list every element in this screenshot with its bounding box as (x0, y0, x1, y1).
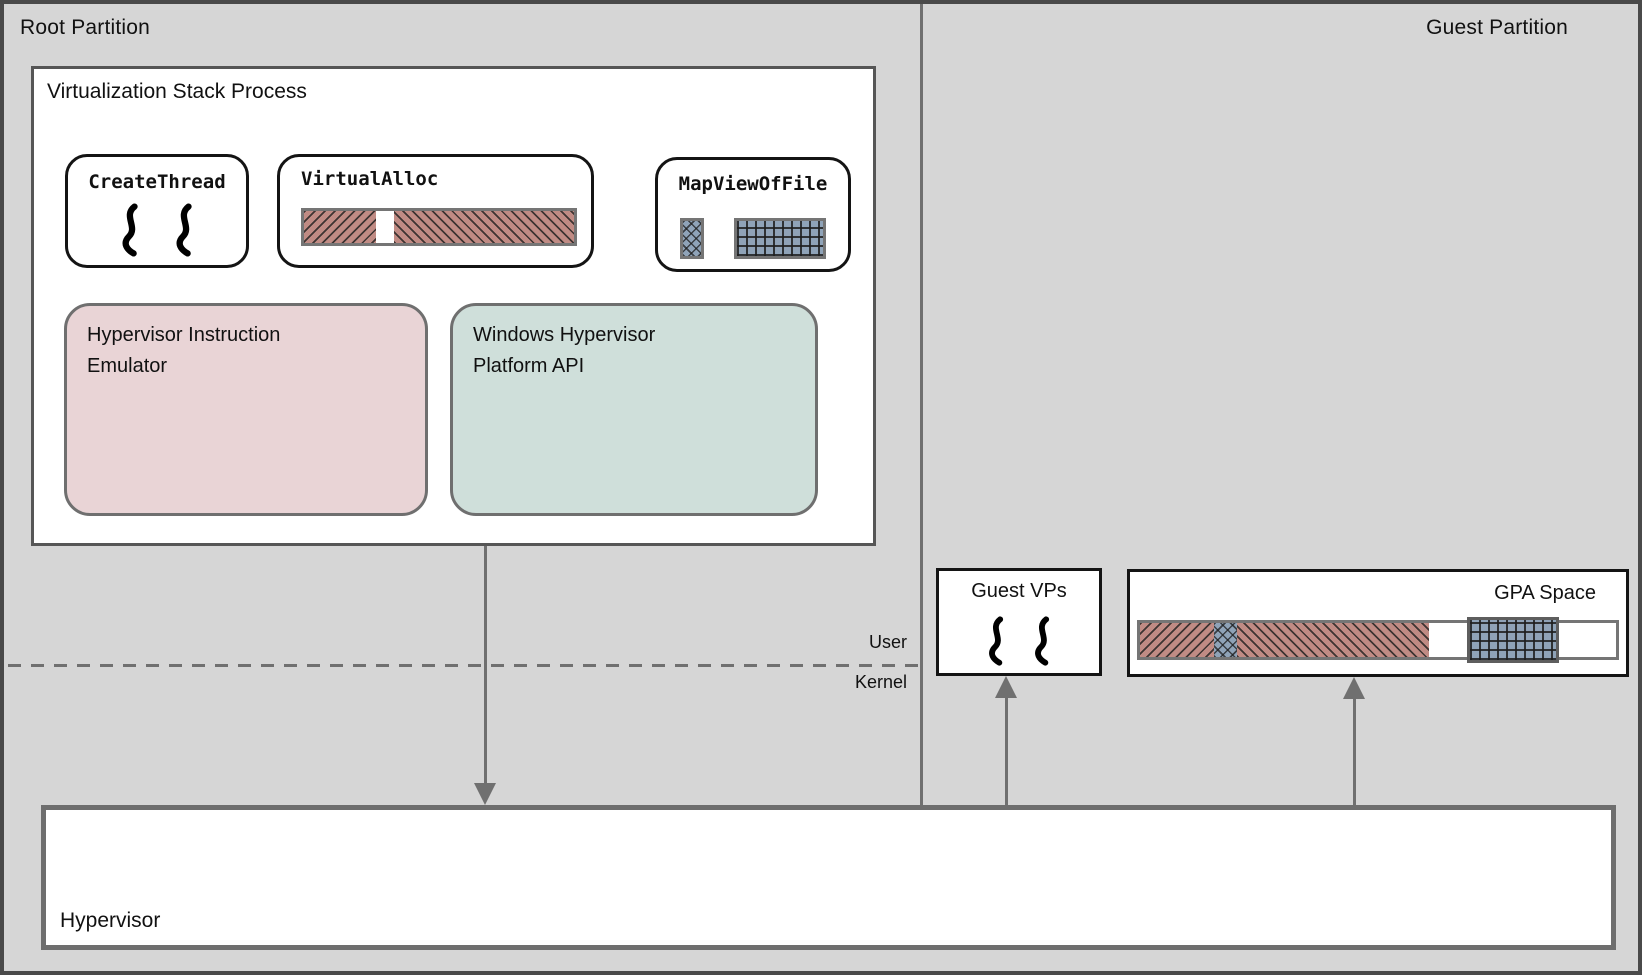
gpa-segment-hatched-back (1237, 623, 1429, 657)
gpa-segment-free (1559, 623, 1616, 657)
hypervisor-to-gpa-arrow-line (1353, 697, 1356, 805)
virtualalloc-label: VirtualAlloc (301, 168, 439, 190)
mapviewoffile-label: MapViewOfFile (678, 173, 828, 195)
memory-segment-hatched-back (394, 211, 574, 243)
gpa-memory-bar (1137, 617, 1619, 663)
gpa-segment-free (1429, 623, 1467, 657)
windows-hypervisor-platform-api-box: Windows Hypervisor Platform API (450, 303, 818, 516)
virtualization-stack-process-box: Virtualization Stack Process CreateThrea… (31, 66, 876, 546)
hypervisor-to-guestvps-arrowhead-icon (995, 676, 1017, 698)
partition-divider-line (920, 4, 923, 805)
kernel-mode-label: Kernel (854, 672, 907, 692)
gpa-segment-hatched-forward (1140, 623, 1214, 657)
hypervisor-box: Hypervisor (41, 805, 1616, 950)
thread-icon (122, 203, 138, 257)
virtualalloc-memory-bar (301, 208, 577, 246)
mapviewoffile-box: MapViewOfFile (655, 157, 851, 272)
guest-vp-squiggles (939, 616, 1099, 666)
thread-icon (1035, 616, 1050, 666)
windows-hypervisor-platform-api-label: Windows Hypervisor Platform API (473, 324, 656, 377)
hypervisor-instruction-emulator-label: Hypervisor Instruction Emulator (87, 324, 281, 377)
memory-segment-free (376, 211, 394, 243)
mapviewoffile-memory-blocks (658, 218, 848, 259)
hypervisor-to-guestvps-arrow-line (1005, 696, 1008, 805)
gpa-segment-mapped-view-grid (1467, 617, 1559, 663)
mapped-section-crosshatch-block (680, 218, 704, 259)
hypervisor-instruction-emulator-box: Hypervisor Instruction Emulator (64, 303, 428, 516)
gpa-space-label: GPA Space (1494, 582, 1596, 604)
gpa-space-box: GPA Space (1127, 569, 1629, 677)
thread-icon (176, 203, 192, 257)
hypervisor-to-gpa-arrowhead-icon (1343, 677, 1365, 699)
virtualization-stack-process-title: Virtualization Stack Process (47, 80, 307, 103)
user-mode-label: User (868, 632, 907, 652)
guest-vps-box: Guest VPs (936, 568, 1102, 676)
thread-squiggles (68, 203, 246, 257)
createthread-box: CreateThread (65, 154, 249, 268)
vsp-to-hypervisor-arrow-line (484, 546, 487, 786)
guest-partition-label: Guest Partition (1426, 16, 1568, 39)
guest-vps-label: Guest VPs (971, 580, 1067, 602)
root-partition-label: Root Partition (20, 16, 151, 39)
mapped-view-grid-block (734, 218, 826, 259)
hypervisor-label: Hypervisor (60, 909, 161, 932)
vsp-to-hypervisor-arrowhead-icon (474, 783, 496, 805)
createthread-label: CreateThread (88, 171, 226, 193)
user-kernel-boundary-line (8, 664, 920, 667)
virtualalloc-box: VirtualAlloc (277, 154, 594, 268)
memory-segment-hatched-forward (304, 211, 376, 243)
thread-icon (989, 616, 1004, 666)
gpa-segment-crosshatch (1214, 623, 1237, 657)
